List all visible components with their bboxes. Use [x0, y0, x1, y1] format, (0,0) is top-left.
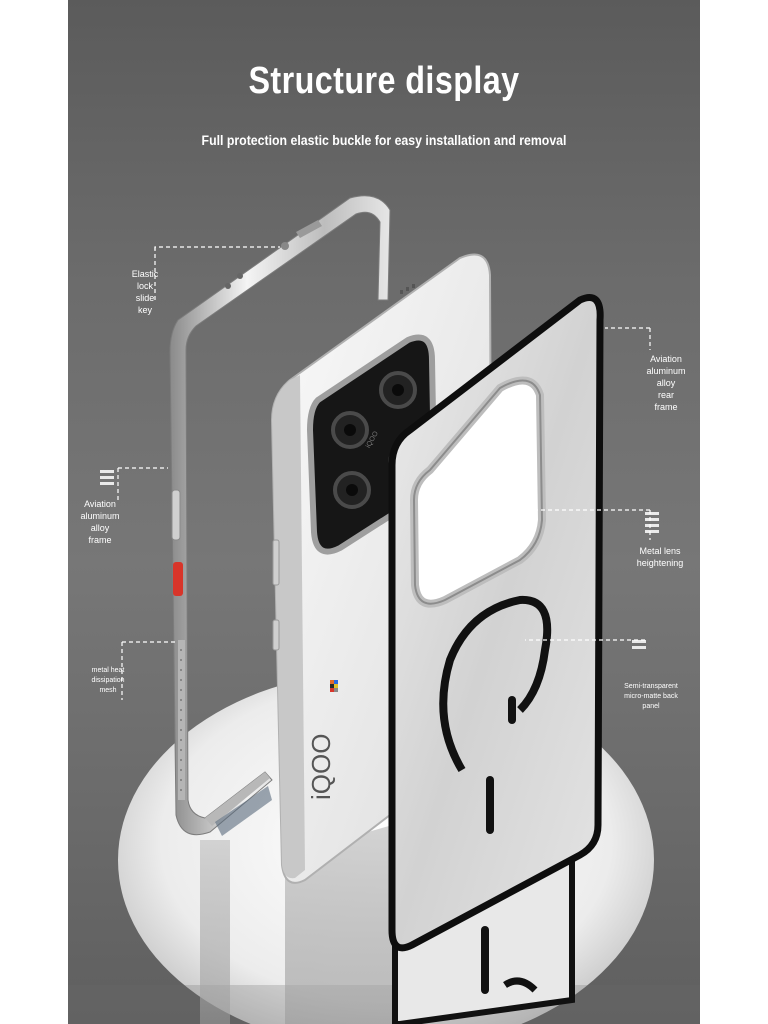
leader-lines [117, 246, 651, 700]
brand-badge-icon [330, 680, 338, 692]
callout-semi-transparent-back-panel: Semi-transparent micro-matte back panel [624, 683, 678, 710]
page-title: Structure display [248, 60, 520, 102]
phone-brand-text: iQOO [306, 734, 336, 800]
page-subtitle: Full protection elastic buckle for easy … [201, 132, 567, 148]
aluminum-frame [169, 195, 391, 836]
callout-elastic-lock-slide-key: Elastic lock slide key [131, 269, 159, 315]
callout-aviation-frame: Aviation aluminum alloy frame [80, 499, 120, 545]
callout-aviation-rear-frame: Aviation aluminum alloy rear frame [646, 354, 686, 412]
frame-reflection [200, 840, 230, 1024]
callout-metal-lens-heightening: Metal lens heightening [636, 546, 684, 568]
magnet-ring [439, 595, 552, 773]
red-button [173, 562, 183, 596]
callout-heat-dissipation-mesh: metal heat dissipation mesh [91, 667, 125, 694]
